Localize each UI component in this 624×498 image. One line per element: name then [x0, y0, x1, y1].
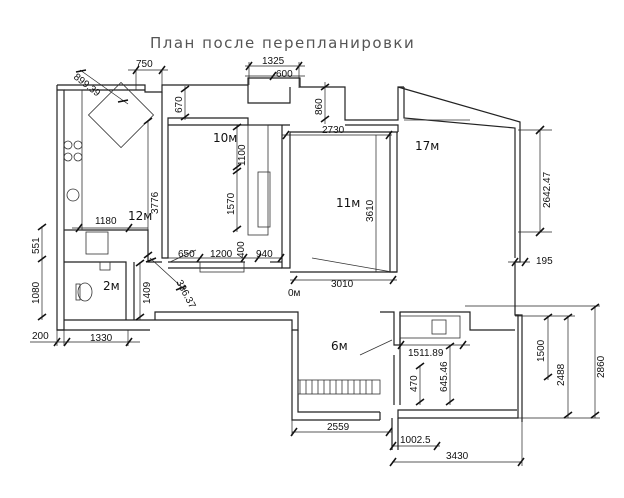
room-label-10: 10м — [213, 131, 237, 145]
dim-1100: 1100 — [237, 144, 248, 166]
dim-3610: 3610 — [365, 199, 376, 222]
dimension-labels: 750 1325 600 860 670 899.39 2730 1100 37… — [31, 56, 607, 462]
dim-670: 670 — [174, 96, 185, 113]
dim-1330: 1330 — [90, 333, 113, 344]
dim-1409: 1409 — [142, 281, 153, 304]
dim-940: 940 — [256, 249, 273, 260]
dim-2642: 2642.47 — [542, 171, 553, 208]
dim-650: 650 — [178, 249, 195, 260]
dim-750: 750 — [136, 59, 153, 70]
dim-1002: 1002.5 — [400, 435, 431, 446]
dim-860: 860 — [314, 98, 325, 115]
dim-1570: 1570 — [226, 192, 237, 215]
dim-470: 470 — [409, 375, 420, 392]
dim-1080: 1080 — [31, 281, 42, 304]
dim-3776: 3776 — [150, 191, 161, 214]
room-label-12: 12м — [128, 209, 152, 223]
dim-551: 551 — [31, 237, 42, 254]
dim-600: 600 — [276, 69, 293, 80]
dim-2730: 2730 — [322, 125, 345, 136]
kitchen-fixtures — [63, 81, 155, 202]
dim-1325: 1325 — [262, 56, 285, 67]
room-label-2: 2м — [103, 279, 120, 293]
plan-title: План после перепланировки — [150, 34, 415, 52]
dim-1180: 1180 — [95, 216, 117, 227]
dim-3010: 3010 — [331, 279, 354, 290]
dim-195: 195 — [536, 256, 553, 267]
room-labels: 12м 10м 11м 17м 2м 6м 0м — [103, 131, 439, 353]
door-swings — [169, 119, 470, 356]
dim-3430: 3430 — [446, 451, 469, 462]
dim-2559: 2559 — [327, 422, 350, 433]
dim-200: 200 — [32, 331, 49, 342]
room-label-11: 11м — [336, 196, 360, 210]
dim-1511: 1511.89 — [408, 348, 444, 359]
room-label-6: 6м — [331, 339, 348, 353]
dim-1200: 1200 — [210, 249, 233, 260]
dim-2488: 2488 — [556, 363, 567, 386]
dim-645: 645.46 — [439, 361, 450, 392]
interior-walls — [63, 85, 515, 405]
dimension-lines — [30, 61, 600, 467]
sink-icon — [99, 261, 111, 271]
room-label-17: 17м — [415, 139, 439, 153]
dim-1500: 1500 — [536, 339, 547, 362]
room-label-0: 0м — [288, 288, 301, 299]
dim-2860: 2860 — [596, 355, 607, 378]
toilet-icon — [75, 282, 93, 302]
wardrobe-hatch — [299, 380, 373, 394]
dim-336: 336.37 — [173, 278, 197, 311]
dim-400: 400 — [236, 241, 247, 258]
